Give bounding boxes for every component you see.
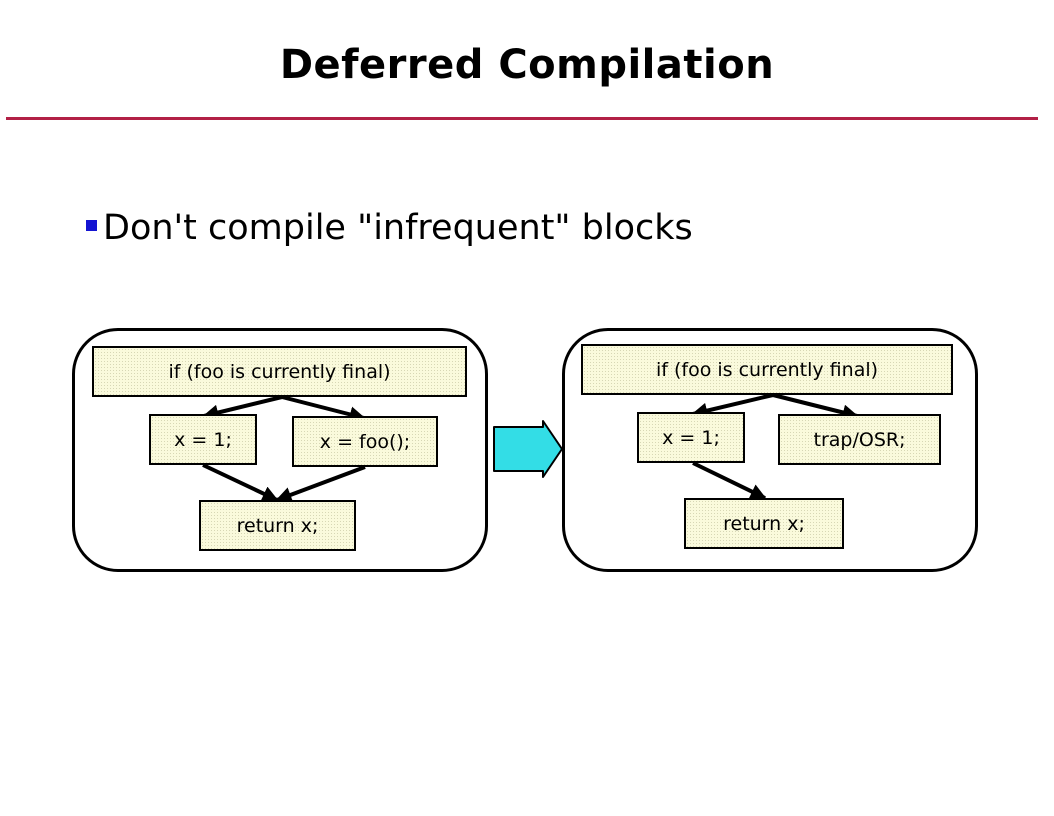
bullet-item: Don't compile "infrequent" blocks bbox=[86, 208, 693, 248]
slide-title: Deferred Compilation bbox=[279, 42, 775, 88]
cfg-merge-box: return x; bbox=[199, 500, 356, 551]
transform-arrow-icon bbox=[493, 420, 563, 478]
cfg-then-box: x = 1; bbox=[149, 414, 257, 465]
title-divider bbox=[6, 117, 1038, 120]
cfg-condition-box: if (foo is currently final) bbox=[581, 344, 953, 395]
cfg-then-box: x = 1; bbox=[637, 412, 745, 463]
cfg-merge-box: return x; bbox=[684, 498, 844, 549]
cfg-condition-box: if (foo is currently final) bbox=[92, 346, 467, 397]
cfg-trap-box: trap/OSR; bbox=[778, 414, 941, 465]
square-bullet-icon bbox=[86, 219, 97, 231]
cfg-else-box: x = foo(); bbox=[292, 416, 438, 467]
bullet-text: Don't compile "infrequent" blocks bbox=[103, 208, 693, 248]
